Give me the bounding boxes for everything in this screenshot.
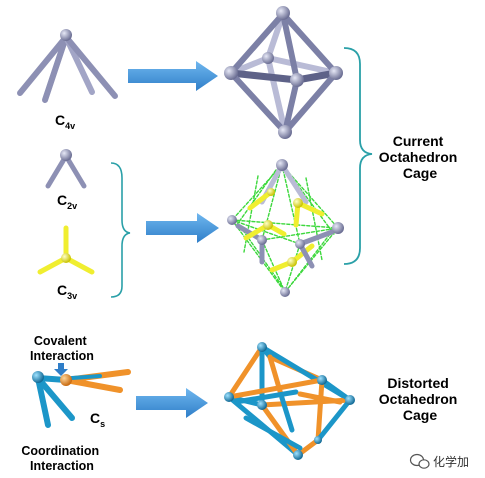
covalent-label: Covalent Interaction (30, 334, 94, 363)
c4v-label: C4v (55, 112, 75, 131)
arrow-fragments-to-cage (146, 213, 219, 243)
left-brace (110, 162, 131, 298)
coordination-label: Coordination Interaction (21, 444, 102, 473)
cs-fragment (32, 369, 131, 428)
distorted-cage-label: Distorted Octahedron Cage (379, 375, 461, 423)
cs-label: Cs (90, 410, 105, 429)
wechat-icon (409, 453, 430, 469)
c3v-fragment (37, 225, 95, 275)
mixed-octahedron (227, 159, 344, 297)
watermark-text: 化学加 (433, 454, 469, 469)
c4v-fragment (17, 29, 118, 103)
arrow-cs-to-cage (136, 388, 208, 418)
c2v-label: C2v (57, 192, 77, 211)
current-octahedron (224, 6, 343, 139)
right-brace (343, 47, 373, 265)
c3v-label: C3v (57, 282, 77, 301)
arrow-c4v-to-cage (128, 61, 218, 91)
distorted-octahedron (224, 342, 355, 460)
current-cage-label: Current Octahedron Cage (379, 133, 461, 181)
c2v-fragment (45, 149, 87, 189)
covalent-pointer-arrow (54, 363, 68, 376)
